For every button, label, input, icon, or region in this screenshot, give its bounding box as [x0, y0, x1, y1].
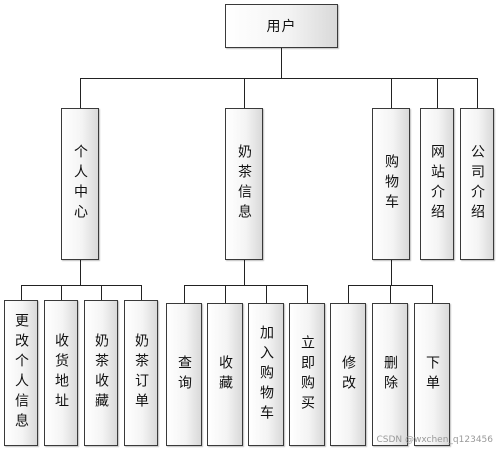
- leaf-label: 加入购物车: [258, 324, 274, 425]
- leaf-label: 查询: [176, 354, 192, 395]
- leaf-node: 奶茶订单: [124, 300, 158, 446]
- watermark-text: CSDN @wxchen_q123456: [376, 435, 493, 445]
- leaf-node: 更改个人信息: [4, 300, 38, 446]
- leaf-label: 立即购买: [299, 334, 315, 415]
- module-personal-center: 个人中心: [61, 108, 99, 260]
- module-label: 奶茶信息: [236, 144, 252, 224]
- leaf-label: 修改: [340, 354, 356, 395]
- module-label: 购物车: [383, 154, 399, 214]
- leaf-node: 修改: [330, 303, 366, 446]
- leaf-node: 奶茶收藏: [84, 300, 118, 446]
- leaf-node: 下单: [414, 303, 450, 446]
- leaf-node: 查询: [166, 303, 202, 446]
- module-label: 公司介绍: [469, 144, 485, 224]
- module-label: 网站介绍: [429, 144, 445, 224]
- leaf-label: 收藏: [217, 354, 233, 395]
- module-milk-tea-info: 奶茶信息: [225, 108, 263, 260]
- leaf-label: 删除: [382, 354, 398, 395]
- root-label: 用户: [266, 19, 297, 35]
- leaf-node: 收藏: [207, 303, 243, 446]
- module-site-intro: 网站介绍: [420, 108, 454, 260]
- leaf-label: 奶茶订单: [133, 333, 149, 413]
- leaf-label: 下单: [424, 354, 440, 395]
- leaf-node: 删除: [372, 303, 408, 446]
- module-shopping-cart: 购物车: [372, 108, 410, 260]
- leaf-node: 收货地址: [44, 300, 78, 446]
- leaf-node: 立即购买: [289, 303, 325, 446]
- leaf-label: 收货地址: [53, 333, 69, 413]
- root-node: 用户: [225, 4, 338, 48]
- leaf-node: 加入购物车: [248, 303, 284, 446]
- leaf-label: 奶茶收藏: [93, 333, 109, 413]
- module-company-intro: 公司介绍: [460, 108, 494, 260]
- module-label: 个人中心: [72, 144, 88, 224]
- leaf-label: 更改个人信息: [13, 313, 29, 433]
